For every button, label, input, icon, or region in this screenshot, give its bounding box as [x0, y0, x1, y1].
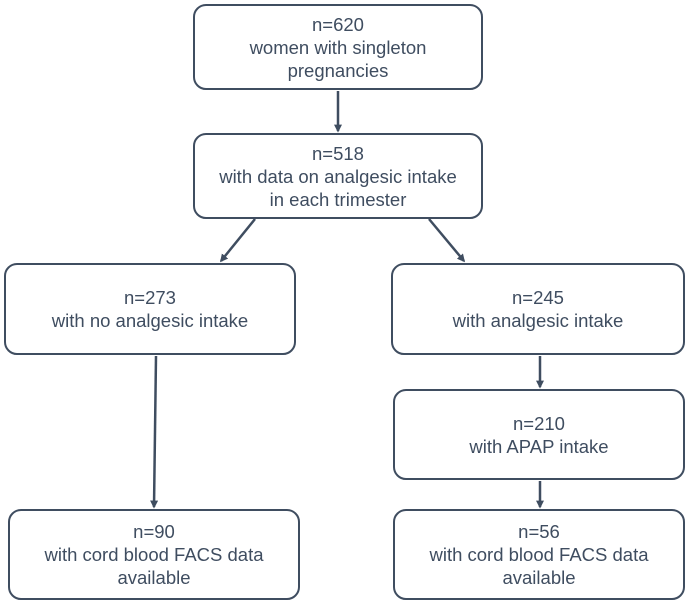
arrow-no-intake-to-facs [150, 355, 159, 509]
box-facs-apap-intake: n=56 with cord blood FACS data available [393, 509, 685, 600]
count-label: n=273 [124, 287, 176, 308]
arrow-data-to-no-intake [219, 218, 256, 263]
count-label: n=518 [312, 142, 364, 164]
box-total-women: n=620 women with singleton pregnancies [193, 4, 483, 90]
box-apap-intake: n=210 with APAP intake [393, 389, 685, 480]
description-line-1: with analgesic intake [452, 310, 624, 331]
description-line-2: pregnancies [287, 59, 389, 81]
count-label: n=245 [512, 287, 564, 308]
description-line-1: with data on analgesic intake [219, 165, 457, 187]
count-label: n=620 [312, 13, 364, 35]
count-label: n=90 [133, 521, 175, 542]
description-line-1: with cord blood FACS data [44, 544, 264, 565]
description-line-2: in each trimester [269, 188, 407, 210]
description-line-2: available [117, 567, 191, 588]
box-with-analgesic-data: n=518 with data on analgesic intake in e… [193, 133, 483, 219]
description-line-1: with cord blood FACS data [429, 544, 649, 565]
description-line-1: with no analgesic intake [51, 310, 249, 331]
count-label: n=210 [513, 412, 565, 434]
box-no-analgesic-intake: n=273 with no analgesic intake [4, 263, 296, 355]
description-line-2: available [502, 567, 576, 588]
count-label: n=56 [518, 521, 560, 542]
box-analgesic-intake: n=245 with analgesic intake [391, 263, 685, 355]
description-line-1: with APAP intake [469, 435, 609, 457]
description-line-1: women with singleton [249, 36, 427, 58]
arrow-data-to-intake [428, 218, 466, 263]
box-facs-no-intake: n=90 with cord blood FACS data available [8, 509, 300, 600]
